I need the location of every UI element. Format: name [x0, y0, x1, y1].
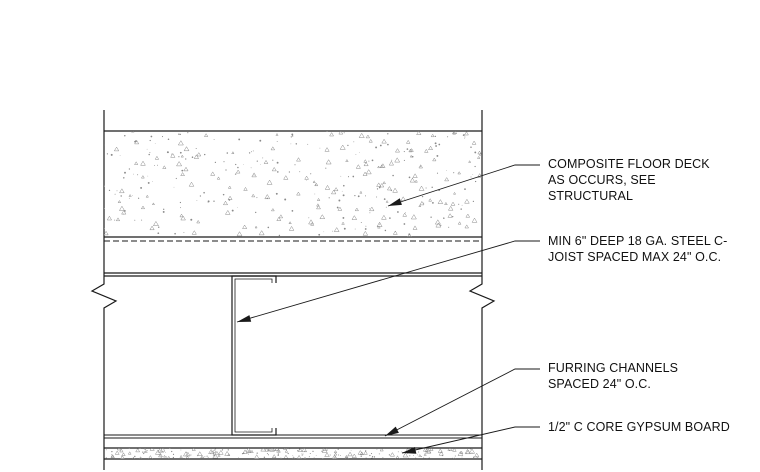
callout-floor-deck-line-3: STRUCTURAL: [548, 189, 633, 203]
arrowhead-furring: [385, 426, 399, 436]
callout-floor-deck: COMPOSITE FLOOR DECK AS OCCURS, SEE STRU…: [548, 157, 710, 203]
concrete-hatch: [104, 131, 482, 237]
leader-arrowheads: [237, 198, 417, 454]
gypsum-hatch: [105, 448, 480, 459]
callout-furring-line-1: FURRING CHANNELS: [548, 361, 678, 375]
callout-floor-deck-line-2: AS OCCURS, SEE: [548, 173, 656, 187]
callout-furring-line-2: SPACED 24" O.C.: [548, 377, 651, 391]
arrowhead-floor-deck: [388, 198, 402, 206]
left-wall-line: [90, 110, 118, 470]
leader-lines: [236, 164, 540, 454]
leader-gypsum: [401, 426, 540, 454]
callout-c-joist: MIN 6" DEEP 18 GA. STEEL C- JOIST SPACED…: [548, 234, 727, 264]
callout-c-joist-line-1: MIN 6" DEEP 18 GA. STEEL C-: [548, 234, 727, 248]
right-wall-line: [468, 110, 496, 470]
leader-furring: [384, 368, 540, 437]
leader-floor-deck: [387, 164, 540, 207]
steel-c-joist: [231, 275, 277, 436]
leader-c-joist: [236, 240, 540, 323]
callout-gypsum: 1/2" C CORE GYPSUM BOARD: [548, 420, 730, 434]
callout-c-joist-line-2: JOIST SPACED MAX 24" O.C.: [548, 250, 721, 264]
section-outline: [90, 110, 496, 470]
callout-gypsum-line-1: 1/2" C CORE GYPSUM BOARD: [548, 420, 730, 434]
callout-floor-deck-line-1: COMPOSITE FLOOR DECK: [548, 157, 710, 171]
arrowhead-gypsum: [402, 447, 417, 454]
arrowhead-c-joist: [237, 315, 252, 322]
callout-furring: FURRING CHANNELS SPACED 24" O.C.: [548, 361, 678, 391]
